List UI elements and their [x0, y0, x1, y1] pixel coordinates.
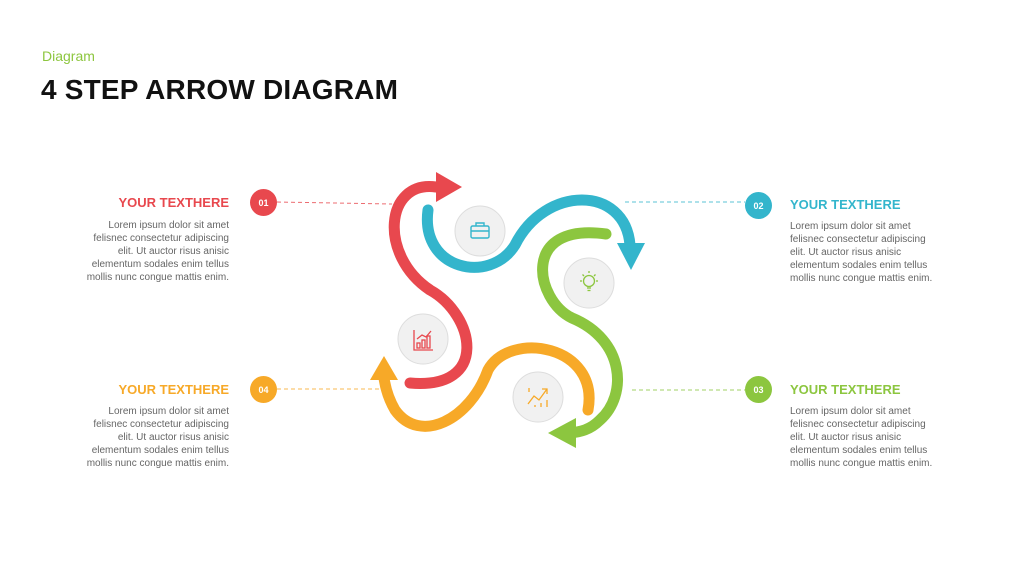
arrow-step-2	[421, 194, 636, 273]
step-1-heading: YOUR TEXTHERE	[118, 195, 229, 210]
arrow-step-4	[378, 342, 595, 432]
arrow-head-step-3	[548, 418, 576, 448]
icon-circle-4	[397, 313, 449, 365]
slide-kicker: Diagram	[42, 48, 95, 64]
step-2-badge: 02	[745, 192, 772, 219]
icon-circle-1	[454, 205, 506, 257]
arrow-head-step-1	[436, 172, 462, 202]
arrow-head-step-2	[617, 243, 645, 270]
arrow-head-step-4	[370, 356, 398, 380]
step-4-heading: YOUR TEXTHERE	[118, 382, 229, 397]
step-3-badge: 03	[745, 376, 772, 403]
arrow-step-3	[537, 227, 623, 439]
lightbulb-icon	[580, 271, 598, 292]
step-4-badge: 04	[250, 376, 277, 403]
step-3-body: Lorem ipsum dolor sit amet felisnec cons…	[790, 406, 933, 469]
connector-line-1	[276, 201, 393, 205]
slide-title: 4 STEP ARROW DIAGRAM	[41, 74, 399, 105]
step-2-heading: YOUR TEXTHERE	[790, 197, 901, 212]
step-1-body: Lorem ipsum dolor sit amet felisnec cons…	[86, 220, 229, 283]
icon-circle-2	[563, 257, 615, 309]
growth-chart-icon	[527, 388, 548, 407]
arrow-step-1	[388, 181, 473, 389]
step-2-body: Lorem ipsum dolor sit amet felisnec cons…	[790, 221, 933, 284]
briefcase-icon	[470, 222, 490, 239]
step-4-body: Lorem ipsum dolor sit amet felisnec cons…	[86, 406, 229, 469]
step-3-heading: YOUR TEXTHERE	[790, 382, 901, 397]
step-1-badge: 01	[250, 189, 277, 216]
bar-chart-icon	[413, 330, 433, 351]
icon-circle-3	[512, 371, 564, 423]
